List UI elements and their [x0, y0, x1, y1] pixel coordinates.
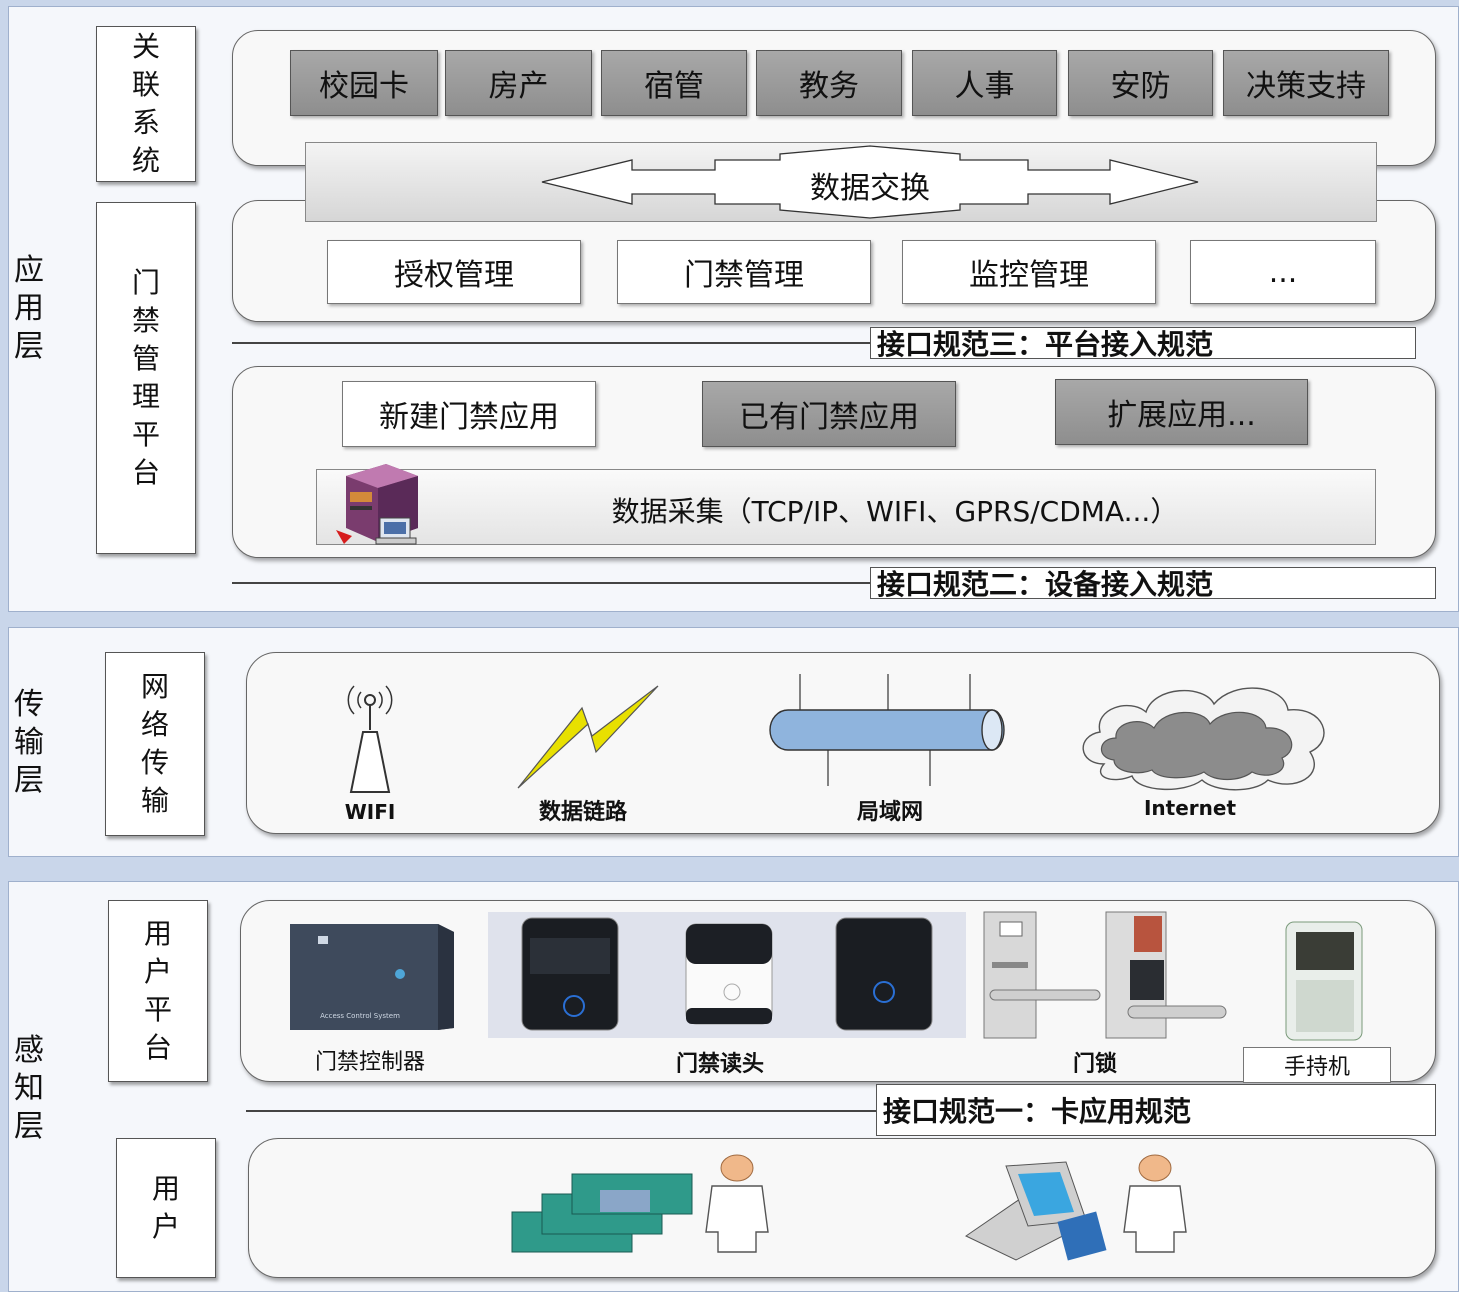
data-link-label: 数据链路	[538, 800, 627, 825]
wifi-icon	[347, 685, 393, 793]
spec3-line	[232, 342, 872, 344]
door-lock-2-image	[1105, 911, 1227, 1039]
system-security-button[interactable]: 安防	[1068, 50, 1213, 116]
card-reader-black-1-image	[521, 917, 619, 1031]
wifi-label: WIFI	[344, 800, 396, 824]
lan-label: 局域网	[856, 800, 923, 825]
ext-app-button[interactable]: 扩展应用...	[1055, 379, 1308, 445]
door-controller-image	[290, 924, 454, 1030]
users-panel	[248, 1138, 1436, 1278]
spec2-line	[232, 582, 872, 584]
door-lock-1-image	[983, 911, 1101, 1039]
internet-cloud-icon	[1082, 687, 1325, 791]
controller-caption: Access Control System	[320, 1012, 400, 1020]
system-campus-card-button[interactable]: 校园卡	[290, 50, 438, 116]
related-systems-box: 关联系统	[96, 26, 196, 182]
reader-label: 门禁读头	[675, 1052, 764, 1077]
access-platform-box: 门禁管理平台	[96, 202, 196, 554]
server-icon	[336, 464, 418, 545]
mgmt-more-button[interactable]: ...	[1190, 240, 1376, 304]
data-exchange-arrows	[541, 145, 1199, 219]
person-icon-2	[1123, 1154, 1187, 1253]
lock-label: 门锁	[1072, 1052, 1117, 1077]
application-layer-label: 应用层	[14, 253, 44, 364]
spec1-line	[246, 1110, 876, 1112]
network-box: 网络传输	[105, 652, 205, 836]
mobile-phone-image	[965, 1161, 1107, 1261]
system-dormitory-button[interactable]: 宿管	[601, 50, 747, 116]
handheld-image	[1285, 921, 1363, 1041]
spec3-box: 接口规范三：平台接入规范	[870, 327, 1416, 361]
internet-label: Internet	[1143, 796, 1237, 820]
data-link-icon	[517, 685, 659, 789]
system-housing-button[interactable]: 房产	[445, 50, 592, 116]
system-personnel-button[interactable]: 人事	[912, 50, 1057, 116]
handheld-label: 手持机	[1243, 1047, 1391, 1083]
mgmt-authorization-button[interactable]: 授权管理	[327, 240, 581, 304]
campus-cards-image	[511, 1173, 693, 1253]
card-reader-white-image	[685, 923, 773, 1025]
new-app-button[interactable]: 新建门禁应用	[342, 381, 596, 447]
card-reader-black-2-image	[835, 917, 933, 1031]
data-collection-label: 数据采集（TCP/IP、WIFI、GPRS/CDMA...）	[611, 495, 1179, 528]
mgmt-access-button[interactable]: 门禁管理	[617, 240, 871, 304]
existing-app-button[interactable]: 已有门禁应用	[702, 381, 956, 447]
user-platform-box: 用户平台	[108, 900, 208, 1082]
spec2-box: 接口规范二：设备接入规范	[870, 567, 1436, 601]
transport-layer-label: 传输层	[14, 687, 44, 798]
users-box: 用户	[116, 1138, 216, 1278]
mgmt-monitoring-button[interactable]: 监控管理	[902, 240, 1156, 304]
data-collection-bar	[316, 469, 1376, 545]
person-icon-1	[705, 1154, 769, 1253]
spec1-box: 接口规范一：卡应用规范	[876, 1084, 1436, 1136]
system-decision-support-button[interactable]: 决策支持	[1223, 50, 1389, 116]
system-academic-button[interactable]: 教务	[756, 50, 902, 116]
perception-layer-label: 感知层	[14, 1033, 44, 1144]
data-exchange-label: 数据交换	[810, 171, 930, 206]
lan-pipe-icon	[769, 674, 1005, 786]
controller-label: 门禁控制器	[314, 1050, 425, 1075]
